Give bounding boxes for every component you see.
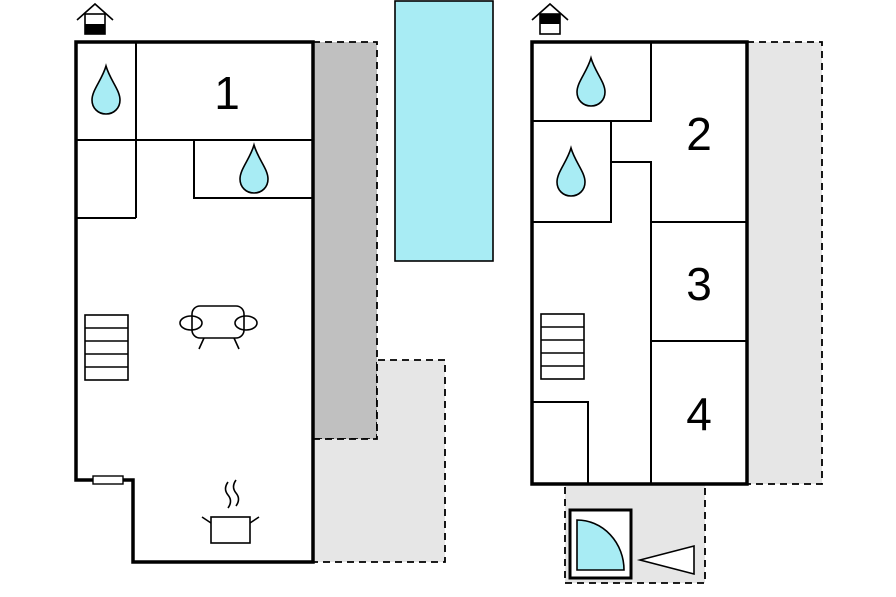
water-drop-icon [91, 63, 121, 115]
swimming-pool [394, 0, 494, 262]
covered-terrace [312, 41, 378, 440]
water-drop-icon [239, 142, 269, 194]
terrace-right [746, 41, 823, 485]
water-drop-icon [576, 55, 606, 107]
window [92, 475, 124, 485]
ground-floor-walls [74, 40, 315, 564]
room-number-4: 4 [686, 388, 712, 440]
room-number-1: 1 [214, 67, 240, 119]
sofa-icon [179, 305, 258, 350]
water-drop-icon [556, 145, 586, 197]
triangle-marker-icon [636, 544, 695, 576]
stairs-icon [84, 314, 129, 381]
stairs-icon [540, 313, 585, 380]
room-number-2: 2 [686, 108, 712, 160]
room-number-3: 3 [686, 258, 712, 310]
upper-floor-walls [530, 40, 749, 486]
shower-icon [568, 508, 633, 580]
house-entrance-icon [531, 2, 569, 35]
house-entrance-icon [76, 2, 114, 35]
upper-floor: 2 3 4 [530, 2, 749, 486]
cooking-pot-icon [201, 479, 260, 544]
ground-floor: 1 [74, 2, 315, 564]
